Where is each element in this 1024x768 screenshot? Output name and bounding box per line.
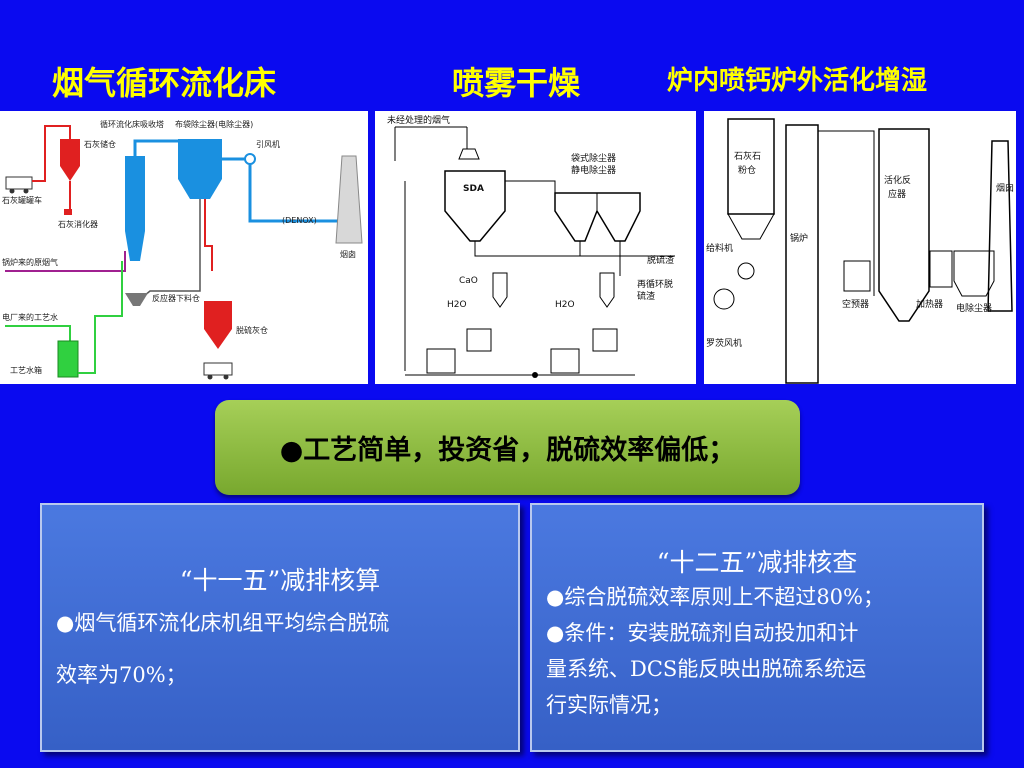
label-sda: SDA (463, 184, 484, 194)
label-cao: CaO (459, 276, 478, 286)
label-slag: 脱硫渣 (647, 254, 674, 266)
cfb-absorber-shape (125, 156, 145, 261)
diagram-spray-svg: 未经处理的烟气 SDA 袋式除尘器 静电除尘器 脱硫渣 CaO H2O H2O … (387, 114, 675, 378)
title-spray-drying: 喷雾干燥 (452, 64, 581, 102)
diagram-spray-drying: 未经处理的烟气 SDA 袋式除尘器 静电除尘器 脱硫渣 CaO H2O H2O … (375, 111, 696, 384)
bag-filter-shape (178, 139, 222, 199)
box-right-line3: 量系统、DCS能反映出脱硫系统运 (546, 657, 867, 681)
diagram-lifac-svg: 石灰石 粉仓 给料机 罗茨风机 锅炉 空预器 活化反 应器 加热器 电除尘器 烟… (706, 118, 1014, 384)
box-right-title: “十二五”减排核查 (656, 548, 858, 577)
box-right-line2: ●条件：安装脱硫剂自动投加和计 (546, 621, 859, 645)
activation-reactor-shape (878, 128, 930, 322)
label-lime-slaker: 石灰消化器 (58, 219, 98, 229)
label-heater: 加热器 (916, 298, 943, 310)
summary-text: ●工艺简单，投资省，脱硫效率偏低； (279, 435, 736, 466)
label-untreated-flue: 未经处理的烟气 (387, 114, 450, 126)
diagram-cfb-svg: 石灰罐罐车 石灰储仓 石灰消化器 循环流化床吸收塔 布袋除尘器(电除尘器) 引风… (2, 119, 363, 380)
label-limestone-2: 粉仓 (738, 164, 756, 176)
label-feeder: 给料机 (706, 242, 733, 254)
label-lime-silo: 石灰储仓 (84, 139, 116, 149)
summary-banner: ●工艺简单，投资省，脱硫效率偏低； (215, 400, 800, 495)
diagram-lifac: 石灰石 粉仓 给料机 罗茨风机 锅炉 空预器 活化反 应器 加热器 电除尘器 烟… (704, 111, 1016, 384)
label-process-water: 电厂来的工艺水 (2, 312, 58, 322)
label-recycle-1: 再循环脱 (637, 278, 673, 290)
label-esp: 电除尘器 (956, 302, 992, 314)
label-lime-truck: 石灰罐罐车 (2, 195, 42, 205)
chimney-shape (987, 140, 1013, 312)
title-cfb: 烟气循环流化床 (52, 64, 277, 102)
label-ash-silo: 脱硫灰仓 (236, 325, 268, 335)
lime-silo-shape (60, 139, 80, 181)
title-lifac: 炉内喷钙炉外活化增湿 (667, 66, 928, 96)
box-left-line2: 效率为70%； (56, 663, 187, 687)
label-denox: (DENOX) (282, 216, 317, 225)
label-bag-filter: 布袋除尘器(电除尘器) (175, 119, 253, 129)
label-h2o-1: H2O (447, 300, 467, 310)
box-right-line1: ●综合脱硫效率原则上不超过80%； (546, 585, 884, 609)
label-id-fan: 引风机 (256, 139, 280, 149)
label-h2o-2: H2O (555, 300, 575, 310)
label-recycle-2: 硫渣 (637, 290, 655, 302)
label-chimney: 烟囱 (340, 249, 356, 259)
chimney-shape (335, 155, 363, 244)
label-bag-esp-1: 袋式除尘器 (571, 152, 616, 164)
box-right-line4: 行实际情况； (546, 693, 672, 717)
box-twelfth-five-year: “十二五”减排核查 ●综合脱硫效率原则上不超过80%； ●条件：安装脱硫剂自动投… (530, 503, 984, 752)
water-tank-shape (57, 340, 79, 378)
lime-truck-icon (5, 176, 33, 194)
label-water-tank: 工艺水箱 (10, 365, 42, 375)
label-boiler-flue: 锅炉来的原烟气 (2, 257, 58, 267)
diagram-cfb: 石灰罐罐车 石灰储仓 石灰消化器 循环流化床吸收塔 布袋除尘器(电除尘器) 引风… (0, 111, 368, 384)
boiler-shape (785, 124, 819, 384)
label-chimney: 烟囱 (996, 182, 1014, 194)
label-activation-2: 应器 (888, 188, 906, 200)
label-bag-esp-2: 静电除尘器 (571, 164, 616, 176)
label-limestone-1: 石灰石 (734, 150, 761, 162)
box-left-title: “十一五”减排核算 (179, 566, 381, 595)
id-fan-icon (244, 153, 256, 165)
ash-silo-shape (204, 301, 232, 349)
label-air-preheater: 空预器 (842, 298, 869, 310)
label-cfb-absorber: 循环流化床吸收塔 (100, 119, 164, 129)
ash-truck-icon (203, 362, 233, 380)
label-activation-1: 活化反 (884, 174, 911, 186)
label-roots-blower: 罗茨风机 (706, 337, 742, 349)
label-reactor-hopper: 反应器下料仓 (152, 293, 200, 303)
bag-esp-shape (554, 192, 641, 242)
label-boiler: 锅炉 (790, 232, 808, 244)
reactor-hopper-shape (125, 293, 148, 306)
sda-vessel-shape (444, 170, 506, 242)
box-eleventh-five-year: “十一五”减排核算 ●烟气循环流化床机组平均综合脱硫 效率为70%； (40, 503, 520, 752)
box-left-line1: ●烟气循环流化床机组平均综合脱硫 (56, 611, 390, 635)
